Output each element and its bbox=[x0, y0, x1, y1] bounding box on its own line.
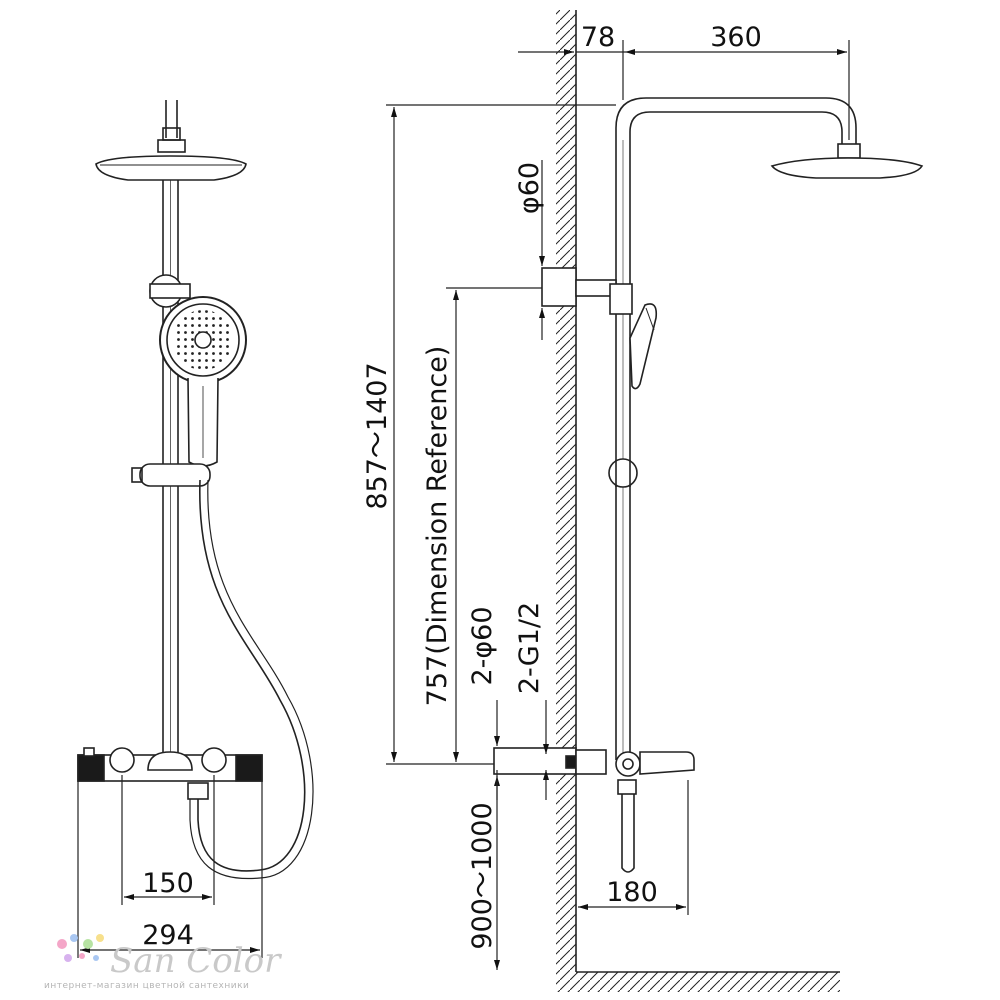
dim-inlet-diameter-pair-label: 2-φ60 bbox=[467, 606, 498, 685]
dim-top-horizontal bbox=[518, 40, 850, 140]
side-slide-holder bbox=[608, 458, 638, 488]
watermark-brand: San Color bbox=[110, 941, 282, 981]
front-top-connector bbox=[157, 100, 186, 153]
side-rain-shower-head bbox=[770, 143, 924, 179]
side-view bbox=[493, 97, 924, 873]
dim-spout-projection-label: 180 bbox=[606, 877, 658, 908]
dim-mount-height-label: 900～1000 bbox=[467, 802, 498, 949]
front-wall-bracket bbox=[149, 274, 191, 308]
watermark-dot bbox=[79, 953, 85, 959]
dim-mixer-width bbox=[77, 781, 263, 958]
front-hand-shower bbox=[159, 296, 247, 467]
dim-inlet-thread-label: 2-G1/2 bbox=[514, 602, 545, 694]
dim-inlet-spacing bbox=[121, 775, 215, 905]
front-rain-shower-head bbox=[95, 155, 247, 181]
watermark-logo: San Color интернет-магазин цветной санте… bbox=[44, 934, 282, 991]
watermark-dot bbox=[57, 939, 67, 949]
watermark-tagline: интернет-магазин цветной сантехники bbox=[44, 981, 249, 991]
floor-section bbox=[556, 971, 840, 992]
dim-overall-height-label: 857～1407 bbox=[362, 362, 393, 509]
front-thermostatic-mixer bbox=[77, 747, 263, 800]
watermark-dot bbox=[64, 954, 72, 962]
front-flexible-hose bbox=[197, 479, 306, 872]
front-slide-holder bbox=[131, 463, 211, 487]
dim-mixer-width-label: 294 bbox=[142, 920, 194, 951]
side-riser-and-arm bbox=[615, 97, 857, 760]
front-view bbox=[77, 100, 314, 880]
dim-reference-height bbox=[446, 287, 542, 762]
wall-section bbox=[556, 10, 577, 972]
dim-spout-projection bbox=[578, 780, 689, 915]
watermark-dot bbox=[93, 955, 99, 961]
dim-overall-height bbox=[386, 104, 616, 765]
dim-wall-offset-label: 78 bbox=[581, 22, 615, 53]
dim-reference-height-label: 757(Dimension Reference) bbox=[422, 346, 453, 707]
side-mixer-and-spout bbox=[493, 747, 695, 873]
side-wall-bracket bbox=[541, 267, 633, 315]
dim-arm-reach-label: 360 bbox=[710, 22, 762, 53]
watermark-dot bbox=[83, 939, 93, 949]
dim-inlet-spacing-label: 150 bbox=[142, 868, 194, 899]
dim-inlet-diameter-top-label: φ60 bbox=[514, 162, 545, 214]
watermark-dot bbox=[70, 934, 78, 942]
side-hand-shower bbox=[629, 303, 658, 390]
watermark-dot bbox=[96, 934, 104, 942]
